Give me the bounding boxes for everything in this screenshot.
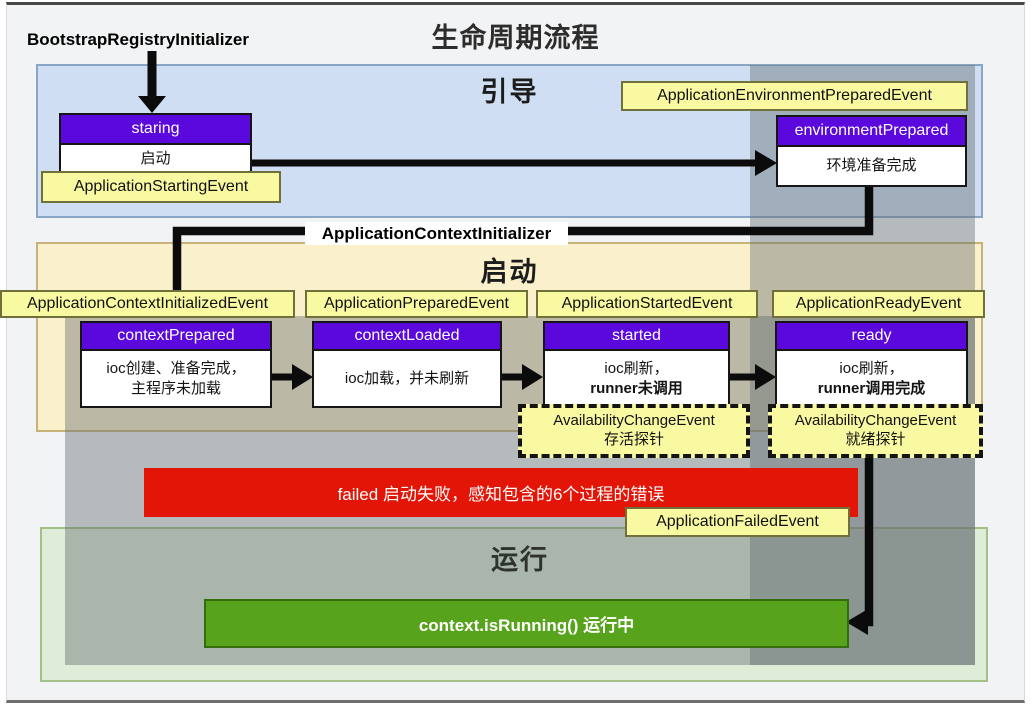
stage-context-loaded: contextLoaded ioc加载，并未刷新 [312,321,502,408]
stage-staring-desc: 启动 [61,143,250,173]
page-title: 生命周期流程 [431,23,600,53]
desc-line1: ioc创建、准备完成， [106,360,246,377]
desc-line2: runner调用完成 [817,379,926,397]
arrow-ctxprepared-to-ctxloaded-head [292,364,313,390]
stage-context-loaded-desc: ioc加载，并未刷新 [314,349,500,406]
bootstrap-registry-initializer-label: BootstrapRegistryInitializer [27,30,249,49]
event-context-initialized: ApplicationContextInitializedEvent [0,290,295,318]
event-environment-prepared: ApplicationEnvironmentPreparedEvent [621,81,968,111]
stage-environment-prepared-desc: 环境准备完成 [778,145,965,185]
application-context-initializer-label: ApplicationContextInitializer [305,222,568,245]
probe-readiness: AvailabilityChangeEvent 就绪探针 [768,404,983,458]
section-startup-title: 启动 [480,257,539,287]
stage-started: started ioc刷新， runner未调用 [543,321,730,408]
stage-started-desc: ioc刷新， runner未调用 [545,349,728,406]
stage-context-prepared: contextPrepared ioc创建、准备完成， 主程序未加载 [80,321,272,408]
stage-context-prepared-desc: ioc创建、准备完成， 主程序未加载 [82,349,270,406]
arrow-ready-to-running-head [846,609,868,635]
arrow-started-to-ready-head [755,364,776,390]
stage-environment-prepared-name: environmentPrepared [778,117,965,145]
arrow-staring-to-environment-head [755,150,777,176]
probe-desc: 存活探针 [603,431,664,448]
stage-staring: staring 启动 [59,113,252,175]
section-running-title: 运行 [491,545,549,575]
event-ready: ApplicationReadyEvent [772,290,985,318]
stage-ready: ready ioc刷新， runner调用完成 [775,321,968,408]
event-started: ApplicationStartedEvent [536,290,758,318]
stage-context-prepared-name: contextPrepared [82,323,270,349]
stage-staring-name: staring [61,115,250,143]
event-prepared: ApplicationPreparedEvent [305,290,528,318]
probe-liveness: AvailabilityChangeEvent 存活探针 [518,404,750,458]
stage-ready-desc: ioc刷新， runner调用完成 [777,349,966,406]
desc-line2: runner未调用 [590,379,683,397]
desc-line2: 主程序未加载 [130,379,221,397]
event-application-failed: ApplicationFailedEvent [625,507,850,537]
stage-started-name: started [545,323,728,349]
stage-context-loaded-name: contextLoaded [314,323,500,349]
probe-event: AvailabilityChangeEvent [553,412,715,430]
probe-desc: 就绪探针 [845,431,906,448]
event-application-starting: ApplicationStartingEvent [41,171,281,203]
arrow-bootstrap-down-head [138,96,166,113]
desc-line1: ioc加载，并未刷新 [344,369,470,387]
section-bootstrap-title: 引导 [480,77,539,107]
running-bar: context.isRunning() 运行中 [204,599,849,648]
stage-environment-prepared: environmentPrepared 环境准备完成 [776,115,967,187]
arrow-ctxloaded-to-started-head [522,364,543,390]
stage-ready-name: ready [777,323,966,349]
desc-line1: ioc刷新， [839,360,904,377]
probe-event: AvailabilityChangeEvent [794,412,957,430]
desc-line1: ioc刷新， [604,360,669,377]
